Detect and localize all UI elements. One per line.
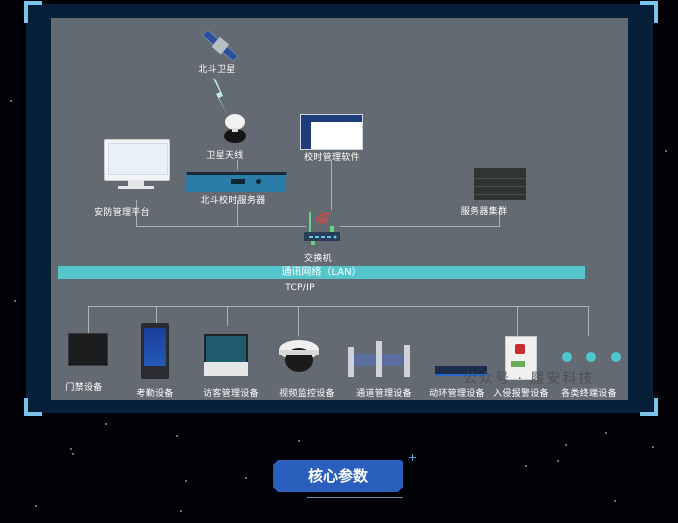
sparkle-icon: + (408, 451, 418, 464)
device-label-access-control: 门禁设备 (65, 383, 103, 393)
network-switch-icon (304, 212, 340, 245)
visitor-management-device-icon (204, 334, 250, 380)
monitor-base (118, 186, 154, 189)
device-label-environment: 动环管理设备 (429, 389, 485, 399)
server-cluster-icon (474, 168, 526, 200)
device-bus-line (88, 306, 588, 307)
device-label-intrusion-alarm: 入侵报警设备 (493, 389, 549, 399)
turnstile-gate-icon (348, 341, 410, 377)
device-drop-line (227, 306, 228, 326)
device-drop-line (588, 306, 589, 336)
connector-line (237, 160, 238, 170)
access-control-device-icon (68, 333, 108, 366)
satellite-label: 北斗卫星 (198, 65, 236, 75)
connector-line (331, 160, 332, 210)
environment-monitor-device-icon (435, 366, 487, 376)
device-label-video-surveillance: 视频监控设备 (279, 389, 335, 399)
server-cluster-label: 服务器集群 (460, 207, 508, 217)
intrusion-alarm-device-icon (505, 336, 537, 380)
connector-line (237, 200, 238, 226)
device-label-attendance: 考勤设备 (136, 389, 174, 399)
section-badge-core-params: 核心参数 (273, 460, 403, 492)
frame-corner-top-left (24, 1, 42, 23)
switch-label: 交换机 (304, 254, 332, 264)
device-drop-line (298, 306, 299, 336)
frame-corner-bottom-right (640, 398, 658, 416)
device-label-visitor: 访客管理设备 (203, 389, 259, 399)
lan-bus: 通讯网络（LAN） (58, 266, 585, 279)
device-label-passage: 通道管理设备 (356, 389, 412, 399)
attendance-device-icon (141, 323, 169, 379)
satellite-icon (202, 29, 239, 62)
timing-server-label: 北斗校时服务器 (200, 196, 266, 206)
satellite-antenna-icon (224, 114, 246, 143)
protocol-label: TCP/IP (285, 283, 315, 293)
connector-line (136, 200, 137, 226)
device-label-other-terminals: 各类终端设备 (561, 389, 617, 399)
device-drop-line (517, 306, 518, 336)
badge-underline (307, 497, 403, 498)
device-drop-line (156, 306, 157, 324)
frame-corner-bottom-left (24, 398, 42, 416)
signal-bolt-icon (213, 78, 227, 114)
timing-software-screen (300, 114, 363, 150)
connector-line (136, 226, 306, 227)
security-platform-label: 安防管理平台 (94, 208, 150, 218)
timing-server-icon (185, 172, 287, 192)
connector-line (340, 226, 500, 227)
antenna-label: 卫星天线 (206, 151, 244, 161)
timing-software-label: 校时管理软件 (304, 153, 360, 163)
device-drop-line (88, 306, 89, 334)
security-platform-monitor-icon (104, 139, 170, 186)
dome-camera-icon (279, 340, 319, 372)
watermark: 公众号 · 履安科技 (463, 371, 595, 387)
connector-line (499, 210, 500, 226)
frame-corner-top-right (640, 1, 658, 23)
